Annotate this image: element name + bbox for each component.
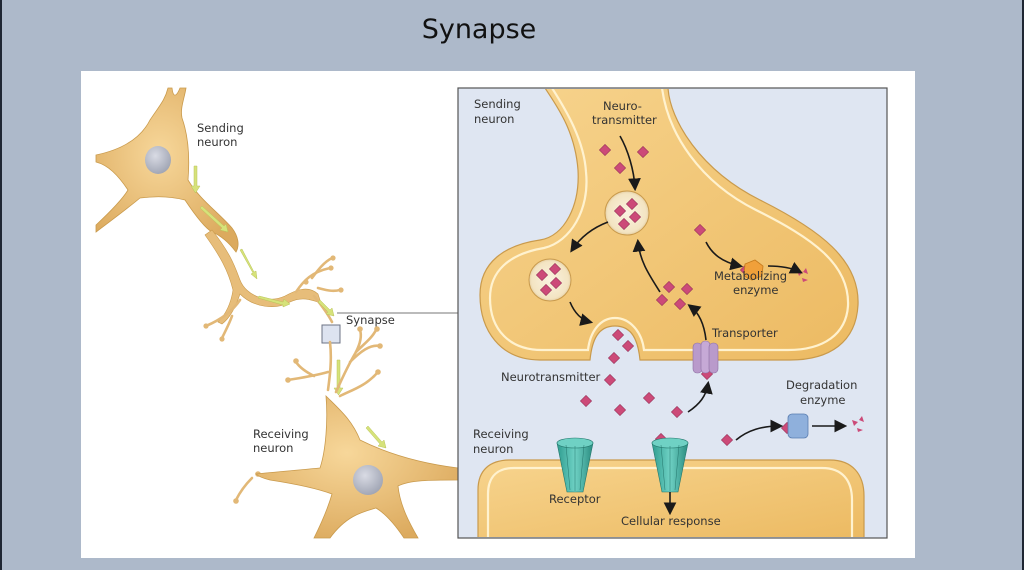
slide-right-edge [1022, 0, 1024, 570]
synapse-inset: Sending neuron Neuro- transmitter Metabo… [457, 87, 888, 539]
inset-receiving-label-line2: neuron [473, 442, 513, 456]
slide-title: Synapse [421, 14, 537, 45]
transporter [692, 340, 719, 374]
transporter-label: Transporter [711, 326, 778, 340]
sending-neuron: Sending neuron [95, 87, 344, 342]
slide-left-edge [0, 0, 2, 570]
degradation-enzyme-label-line2: enzyme [800, 393, 845, 407]
receptor-label: Receptor [549, 492, 601, 506]
cellular-response-label: Cellular response [621, 514, 721, 528]
presynaptic-terminal [479, 89, 859, 361]
inset-receiving-label-line1: Receiving [473, 427, 529, 441]
receptor-right [651, 437, 689, 493]
metabolizing-enzyme-label-line2: enzyme [733, 283, 778, 297]
inset-sending-label-line2: neuron [474, 112, 514, 126]
vesicle-left [528, 258, 572, 302]
receiving-neuron-nucleus [353, 465, 383, 495]
metabolizing-enzyme [743, 259, 764, 281]
sending-neuron-nucleus [145, 146, 171, 174]
degradation-enzyme-label-line1: Degradation [786, 378, 857, 392]
overview-synapse-label: Synapse [346, 313, 395, 327]
receiving-neuron: Receiving neuron [233, 326, 459, 539]
neurotransmitter-cleft-label: Neurotransmitter [501, 370, 601, 384]
inset-sending-label-line1: Sending [474, 97, 521, 111]
vesicle-top [604, 190, 650, 236]
overview-sending-label-line1: Sending [197, 121, 244, 135]
signal-flow-arrows [190, 165, 387, 449]
process-arrows [569, 135, 848, 516]
receptor-left [556, 437, 594, 493]
degradation-enzyme [787, 413, 809, 439]
neurotransmitter-top-label-line2: transmitter [592, 113, 657, 127]
overview-receiving-label-line2: neuron [253, 441, 293, 455]
synapse-marker-box [321, 324, 341, 344]
overview-sending-label-line2: neuron [197, 135, 237, 149]
metabolizing-enzyme-label-line1: Metabolizing [714, 269, 787, 283]
overview-receiving-label-line1: Receiving [253, 427, 309, 441]
neurotransmitter-top-label-line1: Neuro- [603, 99, 642, 113]
